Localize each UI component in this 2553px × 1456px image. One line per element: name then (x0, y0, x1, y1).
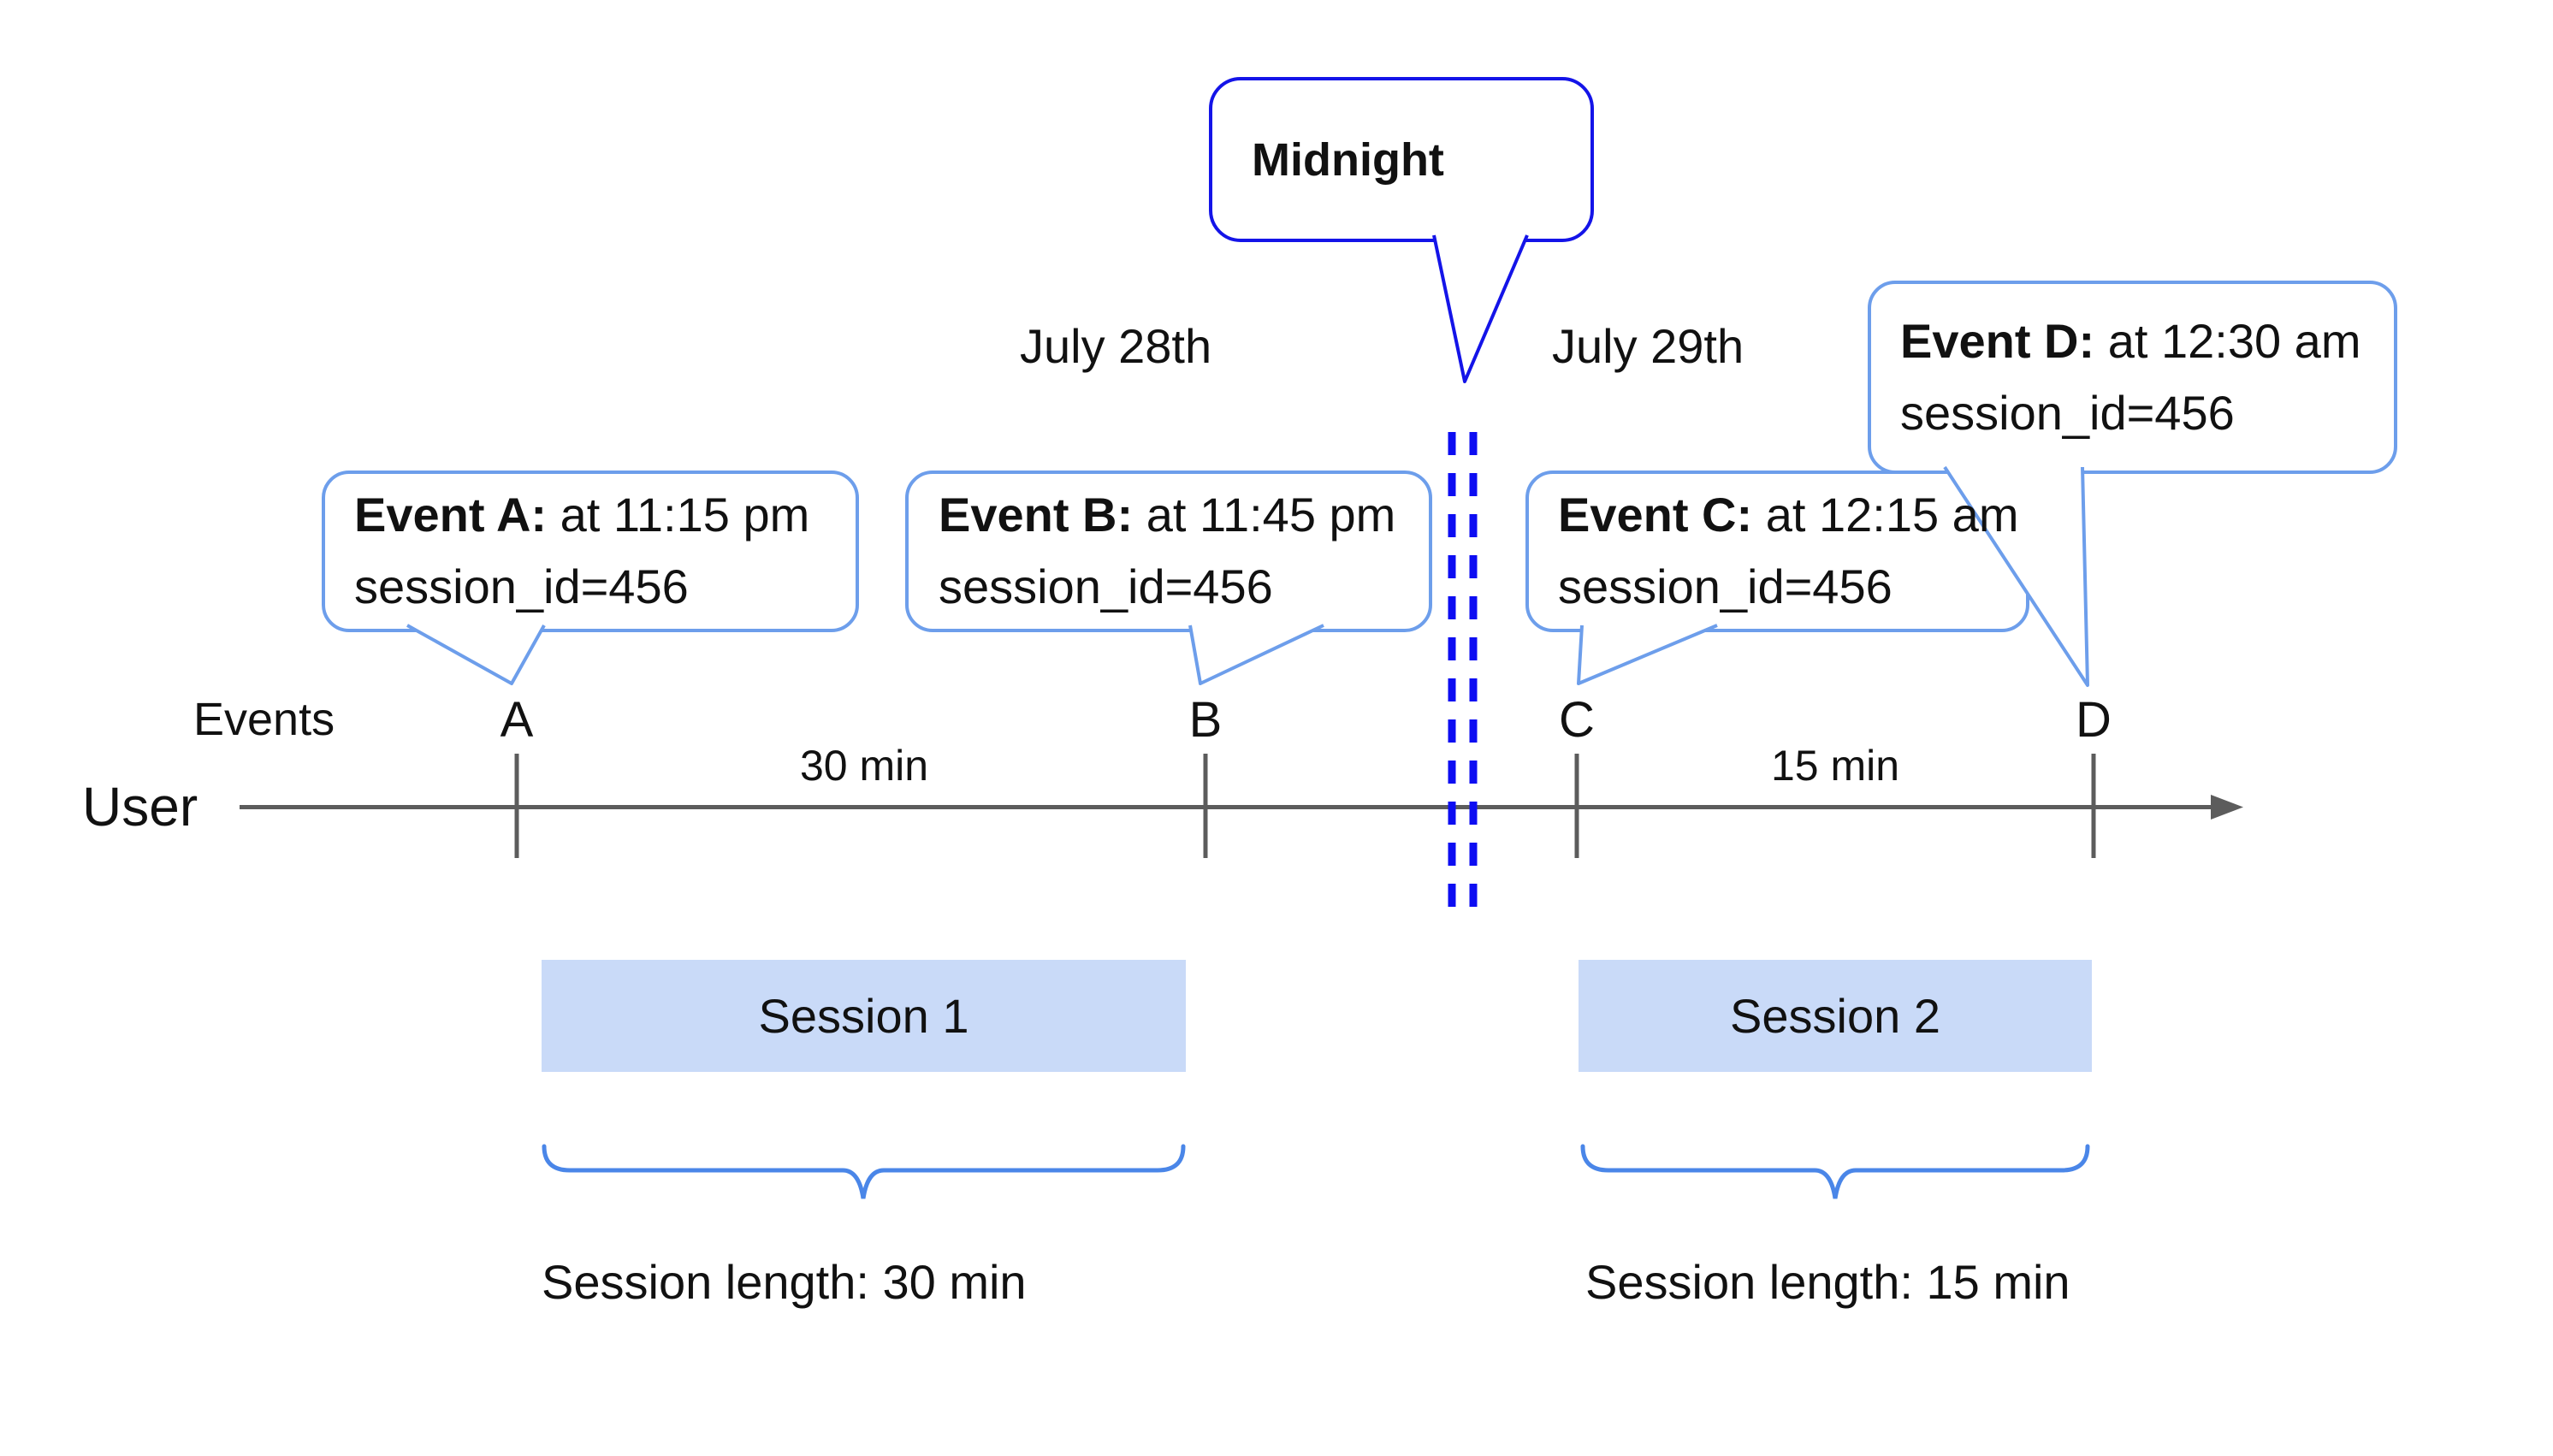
event-b-line-1: Event B: at 11:45 pm (939, 479, 1395, 551)
midnight-label-text: Midnight (1252, 133, 1444, 186)
tick-label-d: D (2076, 692, 2112, 748)
event-d-line-1: Event D: at 12:30 am (1900, 305, 2360, 377)
event-a-time: at 11:15 pm (547, 488, 810, 542)
session-1-label: Session 1 (758, 989, 969, 1043)
tick-label-a: A (500, 692, 534, 748)
midnight-callout-bubble (1209, 77, 1594, 242)
event-a-callout-bubble (322, 471, 859, 632)
event-c-callout-text: Event C: at 12:15 am session_id=456 (1558, 479, 2018, 623)
session-2-box: Session 2 (1579, 960, 2092, 1072)
event-b-callout-bubble (905, 471, 1432, 632)
event-d-session-id: session_id=456 (1900, 386, 2235, 440)
event-c-name: Event C: (1558, 488, 1753, 542)
event-b-time: at 11:45 pm (1133, 488, 1396, 542)
tick-label-b: B (1188, 692, 1223, 748)
event-b-callout-tail (1188, 624, 1324, 685)
session-2-brace (1580, 1144, 2090, 1199)
midnight-callout-tail (1432, 234, 1529, 383)
event-a-session-id: session_id=456 (354, 559, 689, 613)
event-c-session-id: session_id=456 (1558, 559, 1893, 613)
event-d-callout-bubble (1868, 281, 2397, 474)
tick-label-c: C (1559, 692, 1595, 748)
timeline-arrowhead-icon (2211, 795, 2243, 820)
event-a-callout-text: Event A: at 11:15 pm session_id=456 (354, 479, 809, 623)
event-d-callout-tail (1943, 465, 2089, 687)
date-label-july-28: July 28th (1020, 319, 1212, 373)
event-d-name: Event D: (1900, 314, 2095, 368)
event-b-session-id: session_id=456 (939, 559, 1273, 613)
session-1-brace (542, 1144, 1186, 1199)
event-c-line-1: Event C: at 12:15 am (1558, 479, 2018, 551)
event-c-time: at 12:15 am (1752, 488, 2019, 542)
user-axis-label: User (82, 776, 198, 837)
session-2-label: Session 2 (1730, 989, 1940, 1043)
session-1-length-label: Session length: 30 min (542, 1255, 1027, 1309)
event-c-callout-tail (1577, 624, 1718, 685)
events-axis-label: Events (193, 694, 335, 745)
event-b-callout-text: Event B: at 11:45 pm session_id=456 (939, 479, 1395, 623)
event-d-callout-text: Event D: at 12:30 am session_id=456 (1900, 305, 2360, 449)
event-a-callout-tail (406, 624, 546, 685)
event-b-name: Event B: (939, 488, 1134, 542)
event-d-time: at 12:30 am (2094, 314, 2361, 368)
session-2-length-label: Session length: 15 min (1585, 1255, 2070, 1309)
gap-label-30-min: 30 min (799, 742, 929, 790)
gap-label-15-min: 15 min (1770, 742, 1900, 790)
event-a-line-1: Event A: at 11:15 pm (354, 479, 809, 551)
event-a-name: Event A: (354, 488, 548, 542)
session-1-box: Session 1 (542, 960, 1186, 1072)
date-label-july-29: July 29th (1552, 319, 1744, 373)
midnight-label: Midnight (1211, 79, 1592, 240)
